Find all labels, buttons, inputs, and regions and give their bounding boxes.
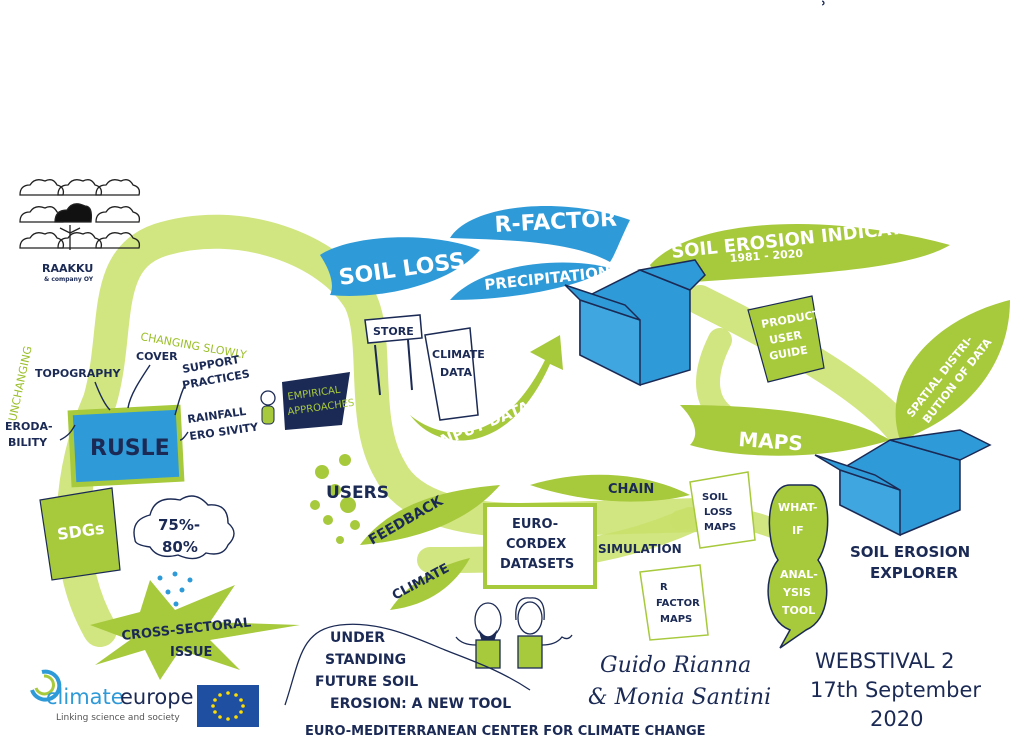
spatial-leaf <box>895 300 1010 440</box>
cordex-line-3: DATASETS <box>500 557 574 572</box>
author-line-2: & Monia Santini <box>588 685 771 710</box>
understanding-line-4: EROSION: A NEW TOOL <box>330 696 511 712</box>
r-factor-maps-line-2: FACTOR <box>656 598 700 609</box>
soil-loss-maps-line-3: MAPS <box>704 522 736 533</box>
cross-sectoral-star <box>90 580 300 680</box>
what-if-line-3: ANAL- <box>780 568 818 581</box>
climate-data-line-2: DATA <box>440 366 472 379</box>
r-factor-maps-note <box>639 564 709 641</box>
rain-cloud <box>133 495 235 560</box>
euro-cordex-box <box>483 503 597 589</box>
store-sign <box>364 314 423 396</box>
soil-loss-maps-line-2: LOSS <box>704 507 732 518</box>
sdgs-note <box>39 487 121 581</box>
rusle-box <box>67 404 185 488</box>
indicators-leaf <box>650 223 950 285</box>
event-line-2: 17th September <box>810 678 981 702</box>
author-line-1: Guido Rianna <box>600 653 751 678</box>
soil-loss-maps-note <box>689 471 756 549</box>
eu-flag <box>197 685 259 727</box>
event-line-3: 2020 <box>870 707 923 731</box>
empirical-flag <box>282 372 350 430</box>
understanding-line-2: STANDING <box>325 652 406 668</box>
erodability-line-1: ERODA- <box>5 420 53 433</box>
what-if-line-2: IF <box>792 524 804 537</box>
input-data-arrow <box>410 335 563 441</box>
climate-data-sign <box>424 327 479 421</box>
climate-europe-logo: climate europe Linking science and socie… <box>30 669 194 723</box>
maps-leaf <box>680 405 890 456</box>
chain-leaf <box>530 474 690 502</box>
climate-leaf <box>390 558 470 610</box>
percent-line-2: 80% <box>162 538 198 556</box>
indicators-years: 1981 - 2020 <box>729 247 804 265</box>
cross-line-2: ISSUE <box>170 645 212 660</box>
what-if-line-1: WHAT- <box>778 501 817 514</box>
users-dots <box>310 454 360 544</box>
understanding-line-3: FUTURE SOIL <box>315 674 418 690</box>
what-if-bubble <box>767 484 829 649</box>
cordex-line-1: EURO- <box>512 517 558 532</box>
topography-label: TOPOGRAPHY <box>35 367 122 380</box>
logo-tagline: Linking science and society <box>56 713 180 723</box>
simulation-label: SIMULATION <box>598 542 682 556</box>
user-guide-line-2: USER <box>768 328 803 347</box>
user-guide-note <box>747 295 825 383</box>
raakku-logo <box>19 179 141 250</box>
store-label: STORE <box>373 325 414 338</box>
understanding-outline <box>284 623 531 706</box>
logo-name-b: europe <box>120 685 194 709</box>
understanding-line-1: UNDER <box>330 630 385 646</box>
cmcc-label: EURO-MEDITERRANEAN CENTER FOR CLIMATE CH… <box>305 724 706 739</box>
erodability-line-2: BILITY <box>8 436 48 449</box>
what-if-line-5: TOOL <box>782 604 815 617</box>
cordex-line-2: CORDEX <box>506 537 566 552</box>
feedback-leaf <box>360 485 500 545</box>
product-box <box>564 259 706 387</box>
header-glyph: ʾ <box>820 0 827 19</box>
climate-data-line-1: CLIMATE <box>432 348 485 361</box>
blue-leaves <box>320 206 630 300</box>
event-line-1: WEBSTIVAL 2 <box>815 649 955 673</box>
soil-loss-maps-line-1: SOIL <box>702 492 728 503</box>
chain-label: CHAIN <box>608 482 654 497</box>
maps-label: MAPS <box>738 427 804 455</box>
explorer-line-2: EXPLORER <box>870 564 958 582</box>
explorer-line-1: SOIL EROSION <box>850 543 970 561</box>
r-factor-maps-line-1: R <box>660 582 668 593</box>
percent-line-1: 75%- <box>158 516 200 534</box>
explorer-box <box>814 429 992 537</box>
presenters <box>455 597 573 669</box>
rusle-label: RUSLE <box>90 436 170 461</box>
r-factor-maps-line-3: MAPS <box>660 614 692 625</box>
raakku-name: RAAKKU <box>42 262 93 275</box>
empirical-person <box>260 390 276 425</box>
what-if-line-4: YSIS <box>782 586 811 599</box>
cover-label: COVER <box>136 350 178 363</box>
raakku-sub: & company OY <box>44 276 94 283</box>
users-label: USERS <box>326 483 389 503</box>
unchanging-label: UNCHANGING <box>6 345 35 423</box>
rusle-connectors <box>59 364 189 441</box>
logo-name-a: climate <box>46 685 124 709</box>
